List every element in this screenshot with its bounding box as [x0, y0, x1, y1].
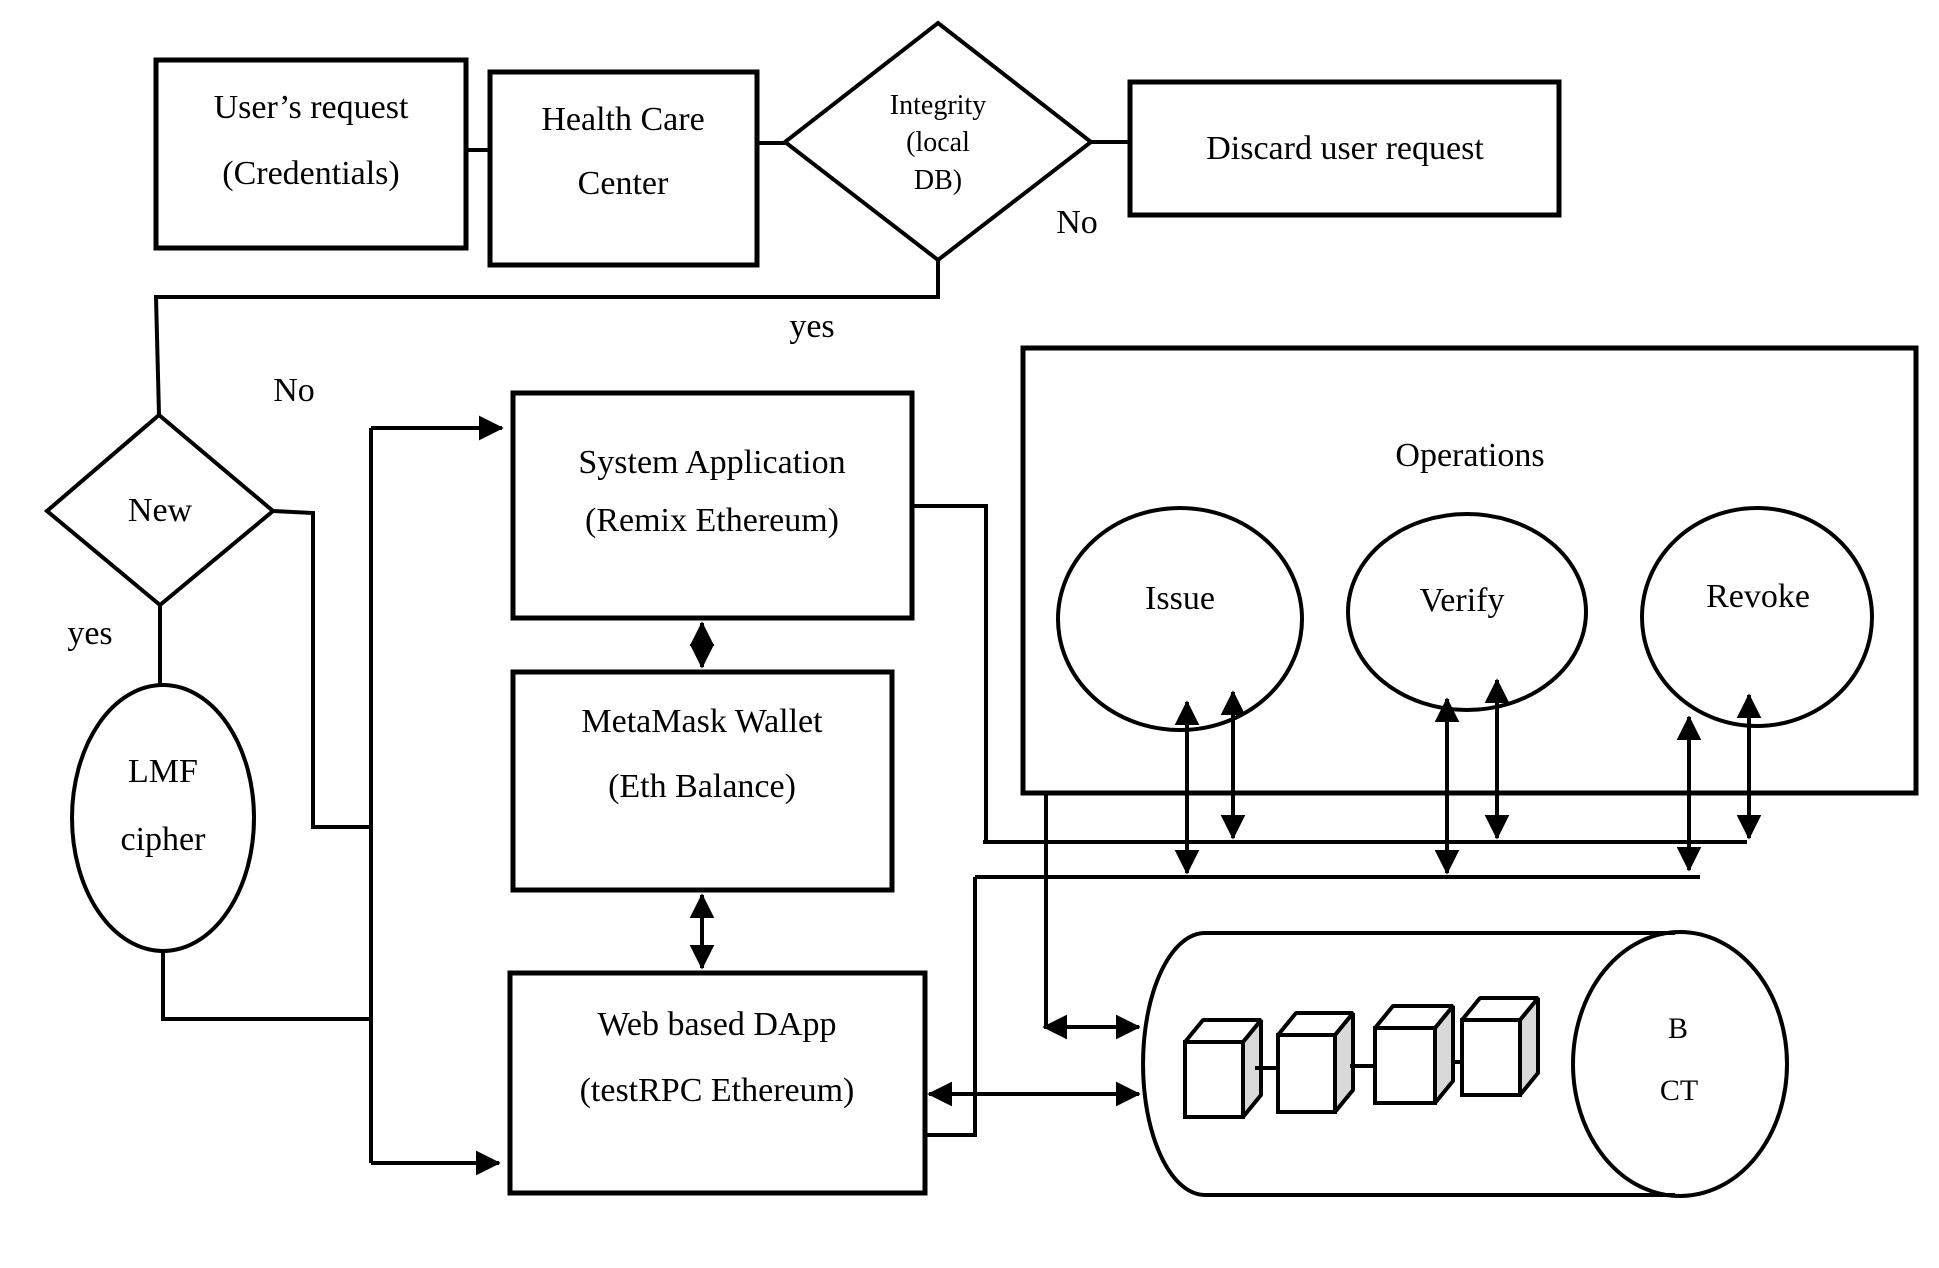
discard-request-box [1127, 79, 1562, 218]
block-cube-3 [1373, 1004, 1455, 1105]
block-cube-1 [1183, 1018, 1263, 1119]
blockchain-cylinder-body [1141, 931, 1675, 1197]
cube-front-face [1373, 1026, 1437, 1105]
operations-box [1020, 345, 1919, 796]
user-request-label-line1: User’s request [214, 89, 409, 126]
web-dapp-box [507, 970, 928, 1196]
verify-label: Verify [1420, 582, 1505, 619]
blockchain-label-line1: B [1668, 1012, 1688, 1045]
cube-front-face [1276, 1033, 1337, 1114]
metamask-wallet-box [510, 669, 895, 893]
operations-label: Operations [1395, 437, 1544, 474]
revoke-label: Revoke [1706, 578, 1810, 615]
health-care-label-line2: Center [578, 165, 669, 202]
issue-label: Issue [1145, 580, 1215, 617]
edge-integrity-yes-path [153, 260, 940, 416]
verify-ellipse [1346, 512, 1588, 712]
edge-new-no-path [272, 509, 369, 829]
integrity-no-label: No [1056, 204, 1098, 241]
lmf-cipher-ellipse [70, 683, 256, 953]
user-request-box [153, 57, 469, 251]
lmf-cipher-label-line2: cipher [121, 821, 207, 858]
metamask-label-line1: MetaMask Wallet [581, 703, 823, 740]
discard-request-label: Discard user request [1206, 130, 1484, 167]
edge-lmf-to-trunk [161, 951, 371, 1021]
edge-systemapp-to-bus [912, 504, 988, 842]
web-dapp-label-line2: (testRPC Ethereum) [580, 1072, 855, 1109]
revoke-ellipse [1640, 506, 1874, 728]
cube-front-face [1183, 1040, 1245, 1119]
web-dapp-label-line1: Web based DApp [598, 1006, 837, 1043]
integrity-label-line1: Integrity [890, 90, 986, 121]
integrity-label-line3: DB) [914, 165, 962, 196]
integrity-yes-label: yes [789, 308, 834, 345]
system-application-label-line1: System Application [578, 444, 845, 481]
new-no-label: No [273, 372, 315, 409]
new-decision-label: New [128, 492, 193, 529]
system-application-label-line2: (Remix Ethereum) [585, 502, 839, 539]
lmf-cipher-label-line1: LMF [128, 753, 198, 790]
cube-front-face [1460, 1018, 1522, 1097]
block-cube-4 [1460, 996, 1540, 1097]
edge-bus-to-dapp [927, 877, 977, 1137]
issue-ellipse [1056, 506, 1304, 732]
health-care-box [487, 69, 760, 268]
block-cube-2 [1276, 1011, 1355, 1114]
integrity-label-line2: (local [906, 127, 970, 158]
user-request-label-line2: (Credentials) [222, 155, 400, 192]
new-yes-label: yes [67, 615, 112, 652]
blockchain-label-line2: CT [1660, 1074, 1698, 1107]
health-care-label-line1: Health Care [541, 101, 704, 138]
blockchain-cylinder-cap [1571, 930, 1789, 1198]
metamask-label-line2: (Eth Balance) [608, 768, 796, 805]
